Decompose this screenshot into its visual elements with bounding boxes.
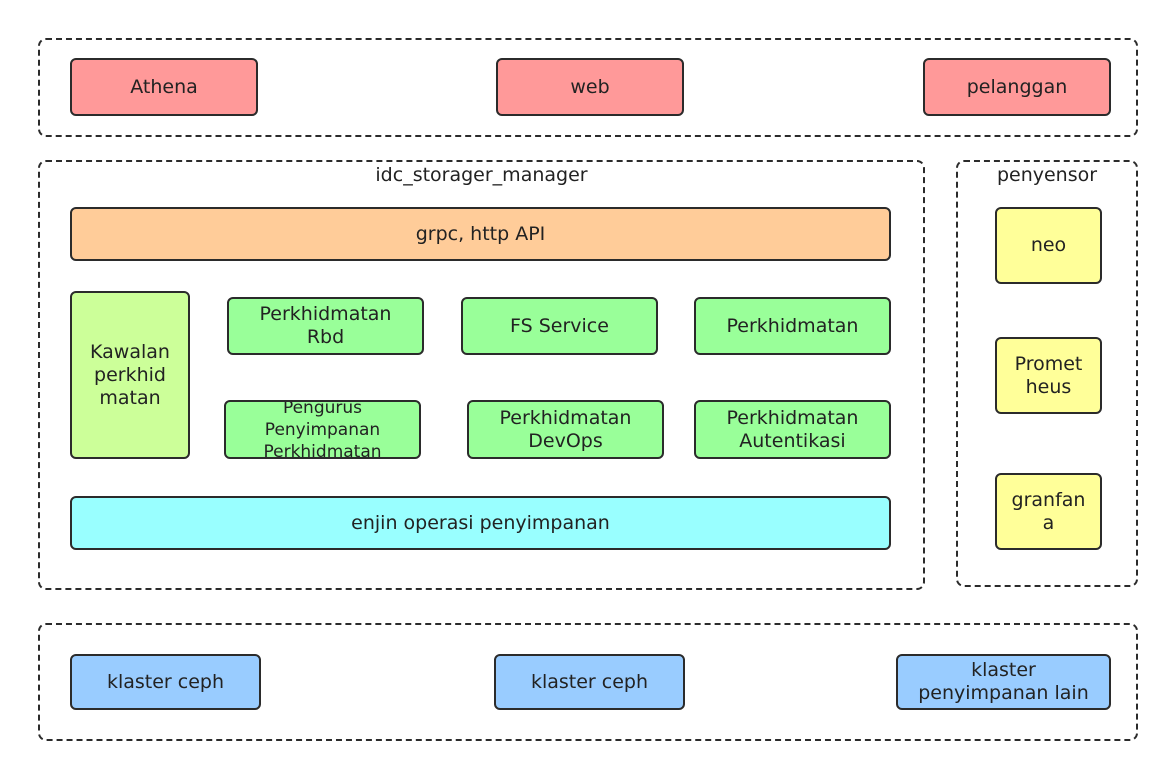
rbd-service-box: Perkhidmatan Rbd xyxy=(227,297,424,355)
athena-box: Athena xyxy=(70,58,258,116)
storage-engine-box: enjin operasi penyimpanan xyxy=(70,496,891,550)
web-box: web xyxy=(496,58,684,116)
api-box: grpc, http API xyxy=(70,207,891,261)
other-storage-cluster-box: klaster penyimpanan lain xyxy=(896,654,1111,710)
monitor-group: penyensor xyxy=(956,160,1138,587)
storage-layer-group xyxy=(38,623,1138,741)
manager-group: idc_storager_manager xyxy=(38,160,925,590)
devops-service-box: Perkhidmatan DevOps xyxy=(467,400,664,459)
neo-box: neo xyxy=(995,207,1102,284)
ceph-cluster-box-2: klaster ceph xyxy=(494,654,685,710)
generic-service-box: Perkhidmatan xyxy=(694,297,891,355)
prometheus-box: Promet heus xyxy=(995,337,1102,414)
grafana-box: granfan a xyxy=(995,473,1102,550)
service-control-box: Kawalan perkhid matan xyxy=(70,291,190,459)
client-layer-group xyxy=(38,38,1138,137)
fs-service-box: FS Service xyxy=(461,297,658,355)
manager-title: idc_storager_manager xyxy=(375,164,588,186)
pelanggan-box: pelanggan xyxy=(923,58,1111,116)
ceph-cluster-box-1: klaster ceph xyxy=(70,654,261,710)
monitor-title: penyensor xyxy=(996,164,1098,186)
storage-manager-service-box: Pengurus Penyimpanan Perkhidmatan xyxy=(224,400,421,459)
authentication-service-box: Perkhidmatan Autentikasi xyxy=(694,400,891,459)
